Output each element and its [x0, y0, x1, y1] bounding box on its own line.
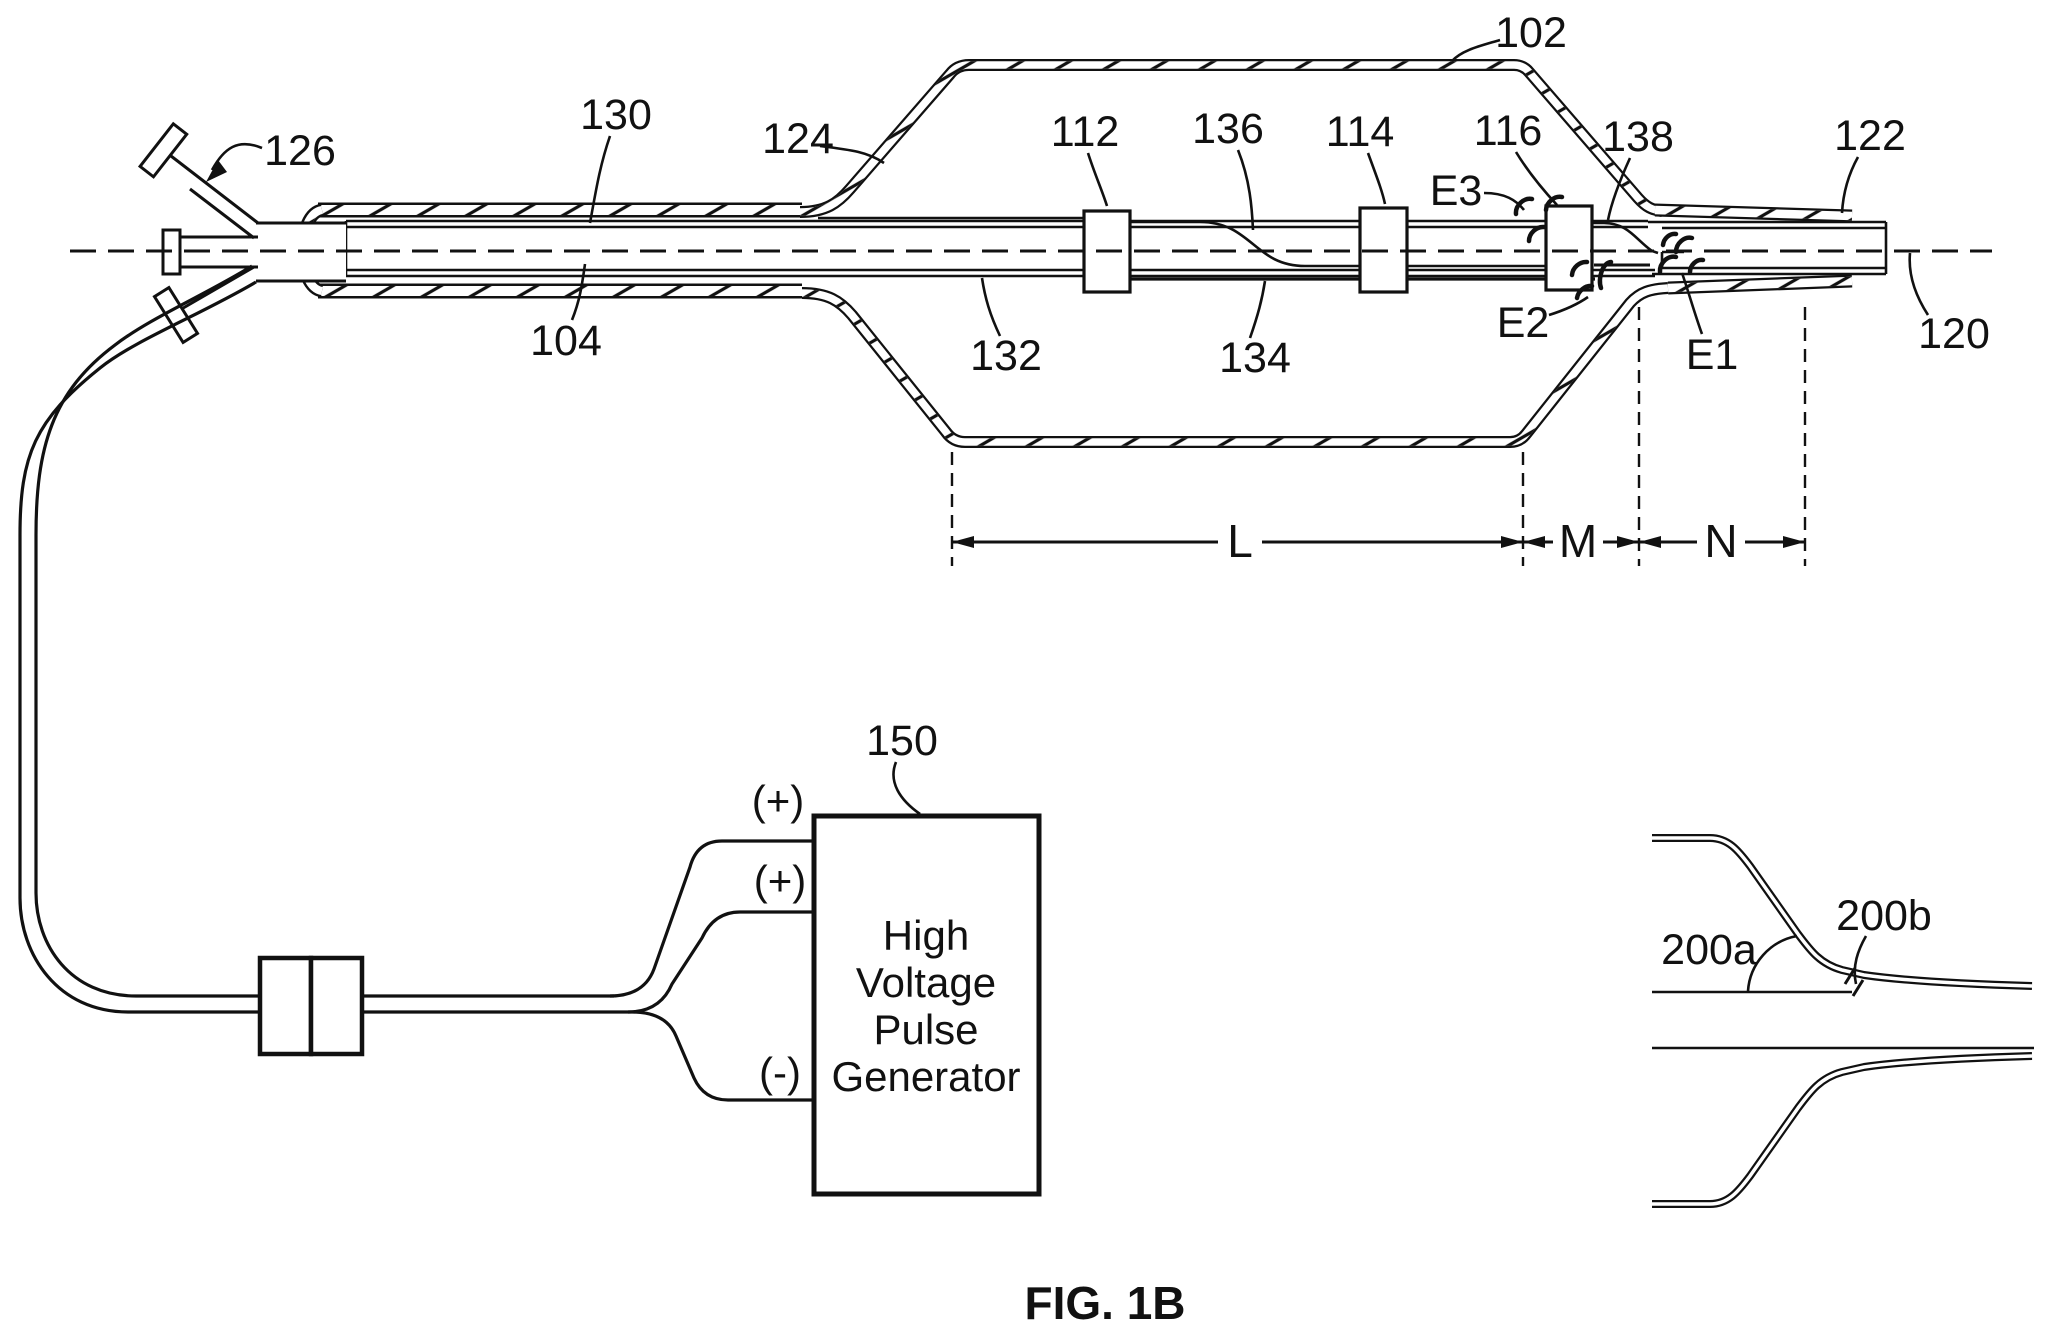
label-122: 122 [1834, 112, 1906, 160]
label-132: 132 [970, 332, 1042, 380]
label-120: 120 [1918, 310, 1990, 358]
wire-negative [631, 1010, 814, 1102]
leader-150 [892, 761, 921, 816]
leader-130 [588, 135, 612, 224]
dimension-label-N: N [1704, 515, 1737, 567]
coil-marks [1513, 194, 1706, 301]
label-124: 124 [762, 115, 834, 163]
label-E3: E3 [1430, 167, 1483, 215]
polarity-positive-top: (+) [752, 777, 805, 824]
label-138: 138 [1602, 113, 1674, 161]
leader-104 [570, 263, 587, 321]
leader-116 [1514, 151, 1558, 206]
label-116: 116 [1474, 107, 1543, 155]
hub-upper-flange [137, 121, 189, 179]
leader-122 [1840, 156, 1860, 214]
electrode-116 [1544, 204, 1594, 292]
label-150: 150 [866, 717, 938, 765]
junction-ticks [1843, 967, 1865, 997]
label-200a: 200a [1661, 926, 1757, 974]
label-102: 102 [1495, 9, 1567, 57]
hv-cable [18, 264, 814, 1102]
label-136: 136 [1192, 105, 1264, 153]
leader-112 [1086, 152, 1109, 207]
label-134: 134 [1219, 334, 1291, 382]
leader-102 [1451, 38, 1501, 62]
conductor-wires-136 [818, 216, 1659, 281]
leader-136 [1236, 149, 1255, 231]
leader-E1 [1680, 272, 1704, 335]
leader-200b [1853, 935, 1868, 985]
dimension-label-L: L [1227, 515, 1253, 567]
generator-line-2: Voltage [856, 959, 996, 1006]
leader-lines-bottom [980, 277, 1267, 339]
leader-138 [1606, 157, 1632, 221]
label-112: 112 [1051, 108, 1120, 156]
leader-E3 [1483, 191, 1526, 211]
polarity-positive-mid: (+) [754, 857, 807, 904]
leader-114 [1366, 152, 1387, 205]
leader-132 [980, 277, 1002, 337]
reference-labels: 102 126 130 124 112 136 114 116 138 122 … [264, 9, 1990, 974]
label-104: 104 [530, 317, 602, 365]
label-E2: E2 [1497, 299, 1550, 347]
leader-134 [1248, 280, 1267, 339]
generator-line-4: Generator [831, 1053, 1020, 1100]
cable-connector [257, 955, 365, 1057]
leader-lines [210, 38, 1930, 985]
figure-caption: FIG. 1B [1024, 1277, 1185, 1329]
tip-transition-inset [1652, 838, 2034, 1204]
tip-tube-120 [1648, 220, 1888, 276]
hv-generator-box [811, 813, 1042, 1197]
generator-line-1: High [883, 912, 969, 959]
dimension-label-M: M [1559, 515, 1597, 567]
hub-lower-flange [152, 285, 200, 345]
dimension-lines: L M N [950, 307, 1807, 567]
wire-positive-top [609, 839, 814, 998]
label-200b: 200b [1836, 892, 1932, 940]
leader-120 [1908, 252, 1930, 316]
generator-line-3: Pulse [873, 1006, 978, 1053]
label-114: 114 [1326, 108, 1395, 156]
label-E1: E1 [1686, 331, 1739, 379]
inner-shaft-130 [344, 219, 1655, 278]
leader-124 [819, 144, 885, 165]
leader-E2 [1548, 295, 1589, 317]
polarity-negative: (-) [759, 1049, 801, 1096]
label-126: 126 [264, 127, 336, 175]
wire-positive-mid [627, 910, 814, 1014]
hv-generator-150: High Voltage Pulse Generator (+) (+) (-) [752, 777, 1042, 1197]
label-130: 130 [580, 91, 652, 139]
leader-126-arrow-curve [210, 142, 263, 171]
arrowhead-126 [206, 160, 227, 182]
angle-arc-200a [1746, 934, 1798, 992]
